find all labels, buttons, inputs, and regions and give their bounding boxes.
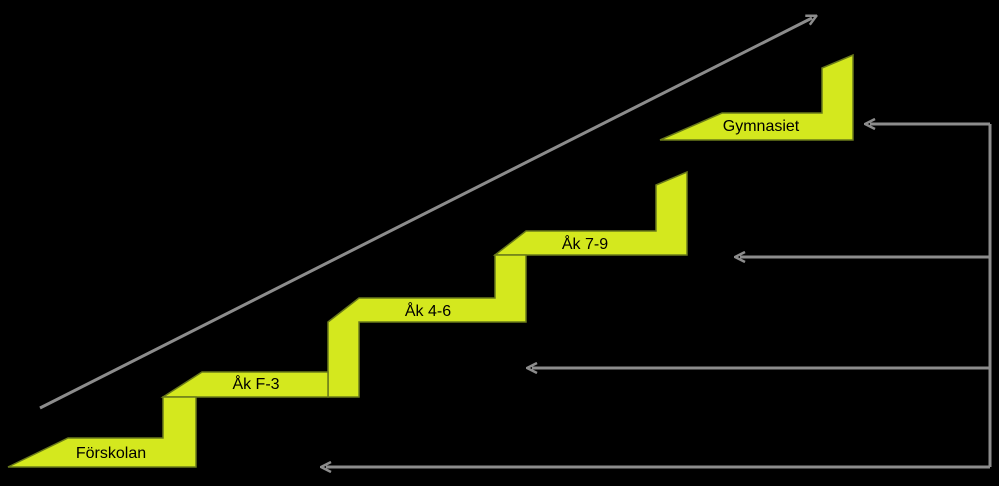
staircase: Förskolan Åk F-3 Åk 4-6 Åk 7-9 Gymnasiet	[7, 53, 854, 468]
step-label-gymnasiet: Gymnasiet	[723, 118, 800, 135]
step-forskolan-shape	[7, 396, 197, 468]
step-ak-4-6-shape	[327, 254, 527, 398]
feedback-bracket	[326, 124, 992, 467]
step-label-ak-4-6: Åk 4-6	[405, 301, 451, 320]
step-label-forskolan: Förskolan	[76, 445, 146, 462]
step-ak-7-9-shape	[492, 170, 688, 256]
step-ak-f-3-shape	[160, 371, 329, 398]
progression-arrow	[39, 18, 812, 410]
step-gymnasiet-shape	[659, 53, 854, 141]
step-label-ak-7-9: Åk 7-9	[562, 234, 608, 253]
step-label-ak-f-3: Åk F-3	[232, 374, 279, 393]
